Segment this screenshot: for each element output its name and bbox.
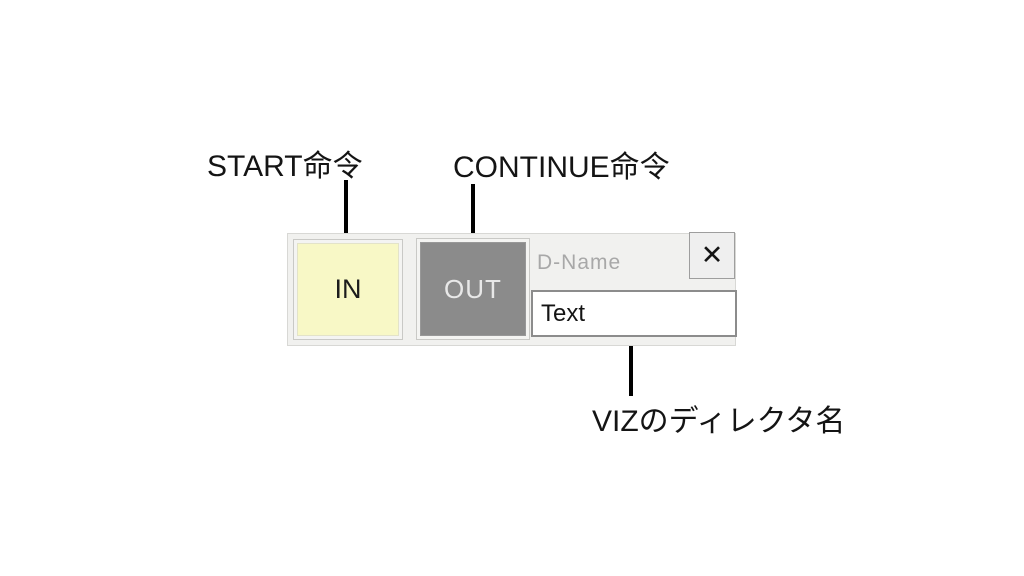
in-button-frame: IN xyxy=(293,239,403,340)
viz-leader-line xyxy=(629,322,633,396)
viz-director-name-callout-label: VIZのディレクタ名 xyxy=(592,405,846,438)
out-button[interactable]: OUT xyxy=(420,242,526,336)
start-leader-line xyxy=(344,180,348,248)
close-button[interactable]: ✕ xyxy=(689,232,735,279)
continue-command-callout-label: CONTINUE命令 xyxy=(453,151,670,184)
control-strip-panel: IN OUT D-Name ✕ xyxy=(287,232,737,346)
start-command-callout-label: START命令 xyxy=(207,150,363,183)
continue-leader-line xyxy=(471,184,475,248)
director-name-input[interactable] xyxy=(531,290,737,337)
out-button-frame: OUT xyxy=(416,238,530,340)
in-button[interactable]: IN xyxy=(297,243,399,336)
close-icon: ✕ xyxy=(700,240,724,270)
dname-label: D-Name xyxy=(537,251,622,274)
